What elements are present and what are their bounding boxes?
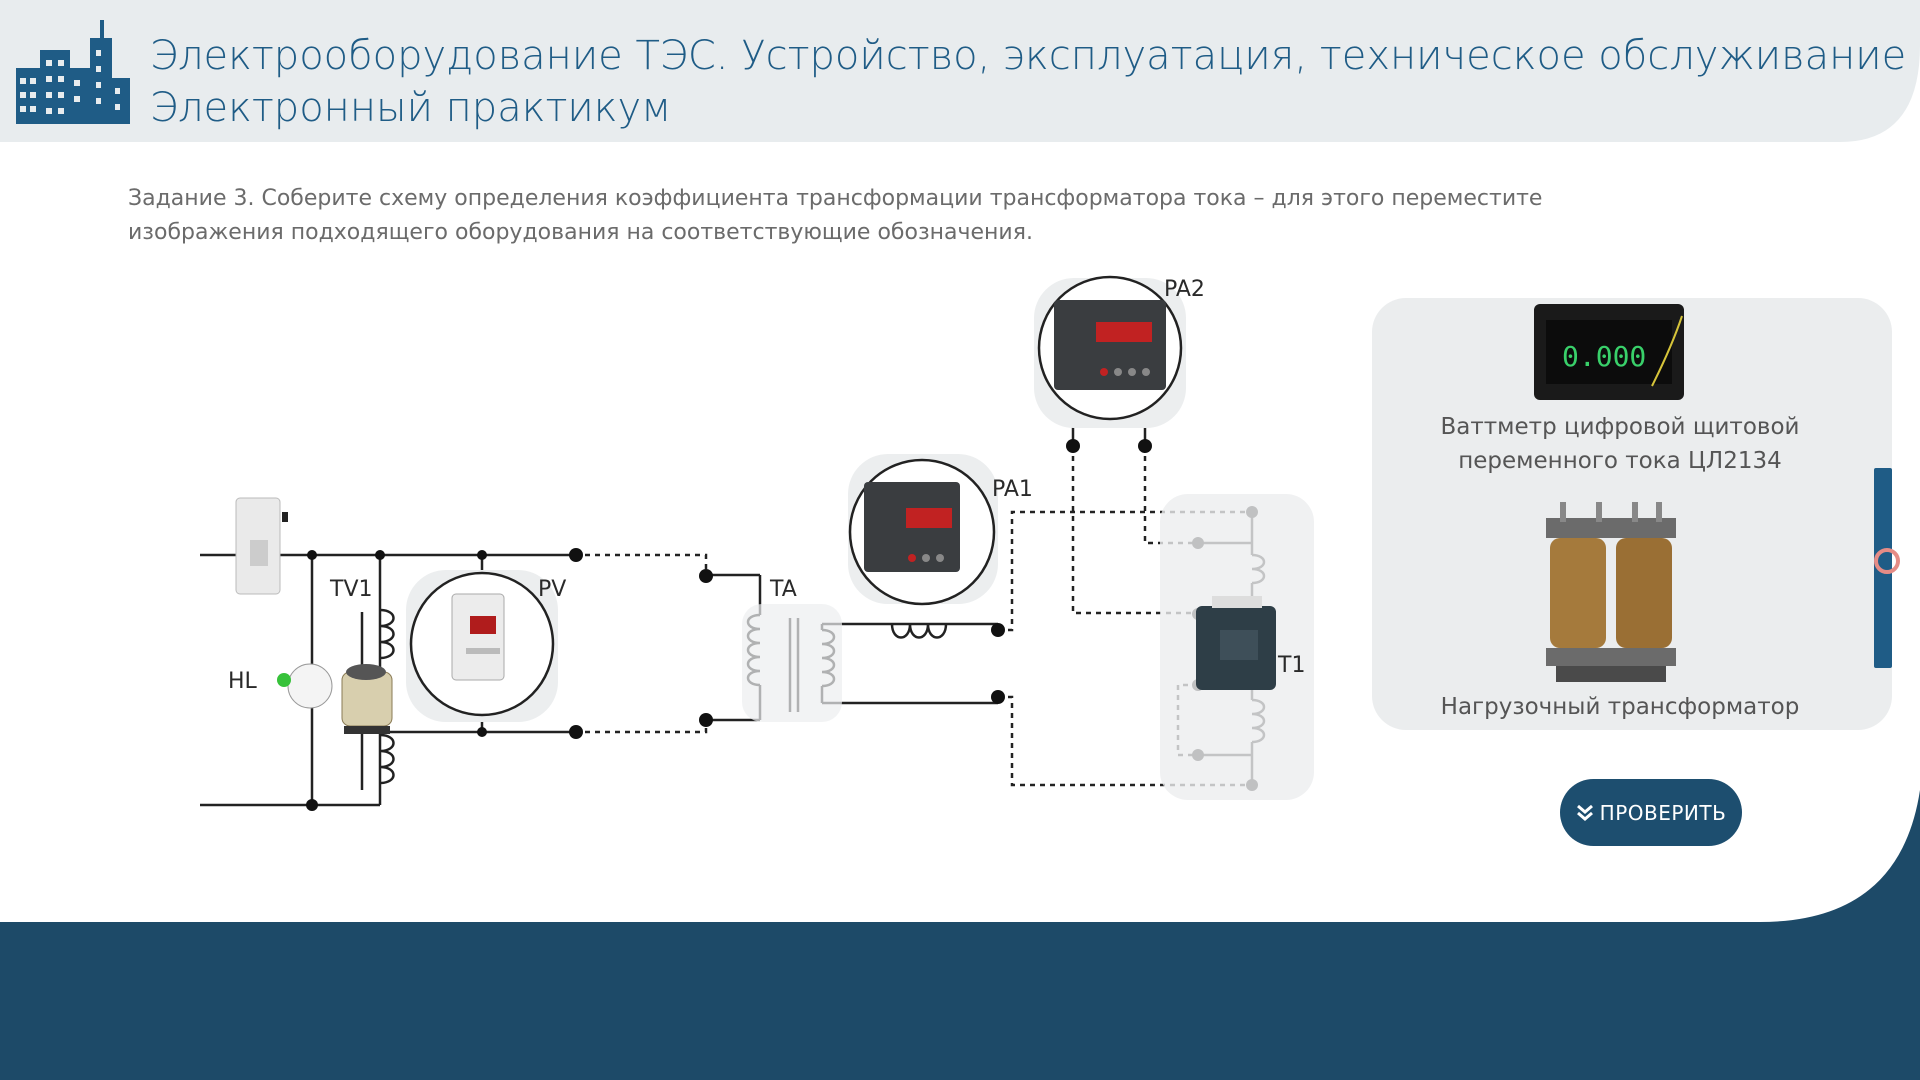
- label-hl: HL: [228, 669, 258, 694]
- indicator-lamp-icon: [277, 663, 333, 709]
- label-pa2: PA2: [1164, 277, 1205, 302]
- footer-band: [0, 922, 1920, 1080]
- voltmeter-pv: [406, 570, 558, 722]
- ammeter-pa1: [848, 454, 998, 606]
- header-background: [0, 0, 1920, 142]
- load-transformer-icon[interactable]: [1536, 498, 1686, 690]
- load-transformer-caption: Нагрузочный трансформатор: [1440, 694, 1800, 720]
- label-ta: TA: [769, 577, 797, 602]
- circuit-breaker-icon: [235, 497, 288, 595]
- wattmeter-caption: Ваттметр цифровой щитовой переменного то…: [1440, 414, 1800, 474]
- ammeter-pa2: [1034, 275, 1186, 428]
- label-pa1: PA1: [992, 477, 1033, 502]
- title-line-1: Электрооборудование ТЭС. Устройство, экс…: [150, 33, 1907, 79]
- wattmeter-display: 0.000: [1562, 340, 1646, 373]
- city-logo-icon: [16, 20, 130, 124]
- current-transformer-icon: [1196, 596, 1276, 690]
- label-pv: PV: [538, 577, 566, 602]
- task-instruction: Задание 3. Соберите схему определения ко…: [128, 186, 1543, 245]
- cursor-highlight-icon: [1874, 548, 1900, 574]
- check-button[interactable]: ПРОВЕРИТЬ: [1560, 779, 1742, 846]
- check-button-label: ПРОВЕРИТЬ: [1599, 800, 1727, 825]
- label-tv1: TV1: [329, 577, 373, 602]
- autotransformer-icon: [341, 664, 393, 734]
- digital-wattmeter-icon[interactable]: 0.000: [1532, 296, 1692, 408]
- label-t1: T1: [1277, 653, 1305, 678]
- title-line-2: Электронный практикум: [150, 85, 672, 131]
- page-title: Электрооборудование ТЭС. Устройство, экс…: [150, 30, 1906, 134]
- double-chevron-down-icon: [1576, 804, 1593, 821]
